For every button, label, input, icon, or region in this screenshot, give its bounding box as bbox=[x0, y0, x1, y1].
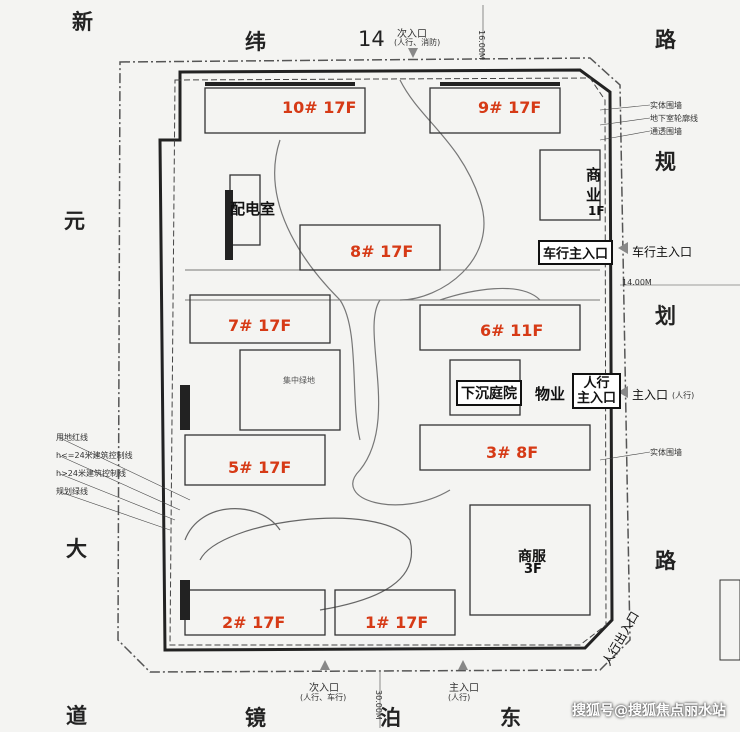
road-west-char-1: 新 bbox=[72, 10, 93, 34]
south-main-entrance-note: (人行) bbox=[448, 693, 471, 702]
building-1-label: 1# 17F bbox=[365, 613, 429, 632]
building-outlines bbox=[184, 87, 601, 636]
road-south-char-1: 镜 bbox=[245, 706, 266, 730]
road-north-char-2: 14 bbox=[358, 27, 385, 51]
road-west-char-4: 道 bbox=[66, 704, 87, 728]
building-2-label: 2# 17F bbox=[222, 613, 286, 632]
legend-setback-low: h<=24米建筑控制线 bbox=[56, 451, 133, 460]
pedestrian-main-entrance-box: 人行 主入口 bbox=[572, 373, 622, 409]
site-red-line bbox=[117, 57, 631, 673]
commercial-label-2: 业 bbox=[586, 186, 602, 204]
commercial-label-3: 1F bbox=[588, 204, 605, 218]
business-service-label-1: 商服 bbox=[518, 549, 546, 565]
north-secondary-entrance: 次入口 bbox=[397, 29, 427, 40]
legend-solid-wall: 实体围墙 bbox=[650, 101, 682, 110]
legend-solid-wall-2: 实体围墙 bbox=[650, 448, 682, 457]
watermark: 搜狐号@搜狐焦点丽水站 bbox=[572, 703, 726, 719]
ped-box-line-1: 人行 bbox=[583, 376, 610, 391]
entrance-arrows bbox=[320, 48, 628, 670]
building-3-label: 3# 8F bbox=[486, 443, 539, 462]
plaza-label: 集中绿地 bbox=[283, 376, 315, 385]
ped-box-line-2: 主入口 bbox=[577, 391, 617, 406]
road-north-char-1: 纬 bbox=[245, 30, 266, 54]
pedestrian-main-entrance-note: (人行) bbox=[672, 391, 695, 400]
property-mgmt-label: 物业 bbox=[535, 385, 566, 403]
site-wall bbox=[158, 68, 614, 652]
legend-basement: 地下室轮廓线 bbox=[650, 114, 698, 123]
road-east-char-3: 路 bbox=[655, 549, 676, 573]
north-secondary-entrance-note: (人行、消防) bbox=[394, 38, 441, 47]
dim-east: 14.00M bbox=[622, 278, 652, 287]
south-secondary-entrance-note: (人行、车行) bbox=[300, 693, 347, 702]
sunken-courtyard-label: 下沉庭院 bbox=[456, 380, 522, 406]
road-north-char-3: 路 bbox=[655, 28, 676, 52]
legend-access-road: 通透围墙 bbox=[650, 127, 682, 136]
power-room-label: 配电室 bbox=[230, 200, 276, 218]
building-6-label: 6# 11F bbox=[480, 321, 544, 340]
south-main-entrance: 主入口 bbox=[449, 683, 479, 694]
south-secondary-entrance: 次入口 bbox=[309, 683, 339, 694]
road-west-char-3: 大 bbox=[66, 537, 87, 561]
building-10-label: 10# 17F bbox=[282, 98, 357, 117]
wall-segments bbox=[180, 82, 560, 620]
building-8-label: 8# 17F bbox=[350, 242, 414, 261]
building-5-label: 5# 17F bbox=[228, 458, 292, 477]
pedestrian-main-entrance-label: 主入口 bbox=[632, 388, 669, 402]
dim-north: 16.00M bbox=[477, 30, 486, 60]
building-9-label: 9# 17F bbox=[478, 98, 542, 117]
road-south-char-3: 东 bbox=[500, 706, 521, 730]
vehicle-main-entrance-box: 车行主入口 bbox=[538, 240, 614, 265]
vehicle-main-entrance-label: 车行主入口 bbox=[632, 245, 693, 259]
basement-outline bbox=[169, 77, 607, 646]
building-7-label: 7# 17F bbox=[228, 316, 292, 335]
legend-red-line: 用地红线 bbox=[56, 433, 88, 442]
road-east-char-2: 划 bbox=[655, 304, 676, 328]
commercial-label-1: 商 bbox=[586, 166, 602, 184]
road-south-char-2: 泊 bbox=[380, 706, 401, 730]
legend-setback-high: h>24米建筑控制线 bbox=[56, 469, 126, 478]
legend-green-line: 规划绿线 bbox=[56, 487, 88, 496]
dim-south: 30.00M bbox=[374, 690, 383, 720]
business-service-label-2: 3F bbox=[524, 562, 542, 577]
road-east-char-1: 规 bbox=[655, 150, 676, 174]
road-west-char-2: 元 bbox=[64, 209, 85, 233]
